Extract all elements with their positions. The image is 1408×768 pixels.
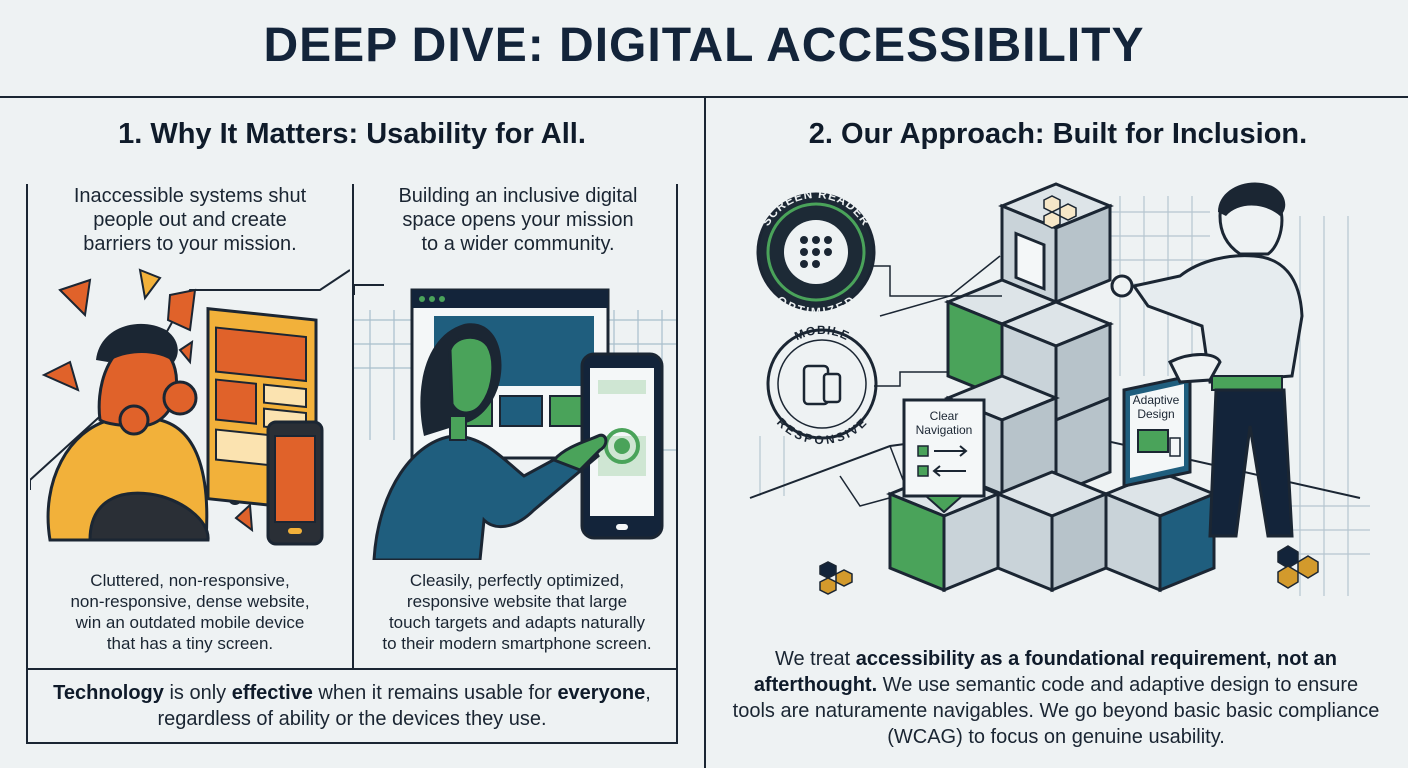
- adaptive-design-subtitle: Design: [1137, 407, 1174, 421]
- solution-caption-line: to their modern smartphone screen.: [382, 634, 652, 653]
- hexagon-cluster-icon: [1277, 545, 1319, 589]
- cube-stack: [886, 182, 1218, 593]
- summary-emphasis: everyone: [557, 682, 646, 704]
- adaptive-design-title: Adaptive: [1133, 393, 1180, 407]
- clenched-fist-icon: [162, 380, 198, 416]
- happy-person: [372, 323, 608, 560]
- summary-emphasis: effective: [231, 682, 313, 704]
- problem-caption-line: Cluttered, non-responsive,: [90, 571, 290, 590]
- frustrated-user-illustration: [30, 268, 350, 546]
- broken-shard-icon: [41, 360, 80, 392]
- solution-caption-line: touch targets and adapts naturally: [388, 613, 646, 632]
- problem-caption-line: that has a tiny screen.: [106, 634, 274, 653]
- clear-navigation-card: Clear Navigation: [902, 398, 986, 514]
- mobile-responsive-badge: MOBILE RESPONSIVE: [766, 323, 878, 447]
- summary-run: when it remains usable for: [312, 682, 558, 704]
- problem-text-line: people out and create: [93, 209, 287, 231]
- section-divider: [704, 96, 706, 768]
- problem-caption: Cluttered, non-responsive, non-responsiv…: [40, 570, 340, 654]
- approach-run: We treat: [774, 648, 856, 670]
- solution-caption: Cleasily, perfectly optimized, responsiv…: [358, 570, 676, 654]
- problem-text-line: Inaccessible systems shut: [73, 185, 307, 207]
- inclusive-user-illustration: [354, 284, 676, 560]
- solution-text: Building an inclusive digital space open…: [360, 184, 676, 256]
- left-column-divider: [352, 184, 354, 670]
- broken-shard-icon: [166, 288, 197, 332]
- approach-emphasis: accessibility as a foundational requirem…: [753, 648, 1337, 696]
- mobile-badge-top-label: MOBILE: [792, 323, 851, 343]
- page-title: DEEP DIVE: DIGITAL ACCESSIBILITY: [263, 19, 1145, 72]
- screen-reader-badge: SCREEN READER OPTIMIZED: [756, 187, 876, 319]
- hexagon-cluster-icon: [819, 561, 853, 595]
- summary-run: is only: [163, 682, 232, 704]
- frustrated-person: [46, 323, 210, 542]
- solution-caption-line: responsive website that large: [406, 592, 628, 611]
- clear-navigation-subtitle: Navigation: [916, 423, 973, 437]
- summary-box: [26, 668, 678, 744]
- solution-caption-line: Cleasily, perfectly optimized,: [409, 571, 625, 590]
- summary-emphasis: Technology: [53, 682, 164, 704]
- problem-caption-line: non-responsive, dense website,: [70, 592, 310, 611]
- solution-text-line: space opens your mission: [402, 209, 634, 231]
- problem-caption-line: win an outdated mobile device: [75, 613, 305, 632]
- left-section-heading: 1. Why It Matters: Usability for All.: [118, 118, 586, 150]
- broken-shard-icon: [178, 339, 194, 365]
- right-section-heading: 2. Our Approach: Built for Inclusion.: [808, 118, 1308, 150]
- inclusive-building-blocks-illustration: SCREEN READER OPTIMIZED MOBILE RESPONSIV…: [749, 182, 1370, 596]
- developer-person: [1110, 182, 1304, 538]
- summary-text: Technology is only effective when it rem…: [30, 680, 674, 732]
- outdated-phone: [266, 420, 324, 546]
- solution-text-line: Building an inclusive digital: [398, 185, 638, 207]
- approach-run: We use semantic code and adaptive design…: [732, 674, 1380, 748]
- clear-navigation-title: Clear: [930, 409, 959, 423]
- broken-shard-icon: [234, 502, 254, 533]
- problem-text-line: barriers to your mission.: [83, 233, 297, 255]
- left-panel-frame: [26, 184, 678, 670]
- approach-description: We treat accessibility as a foundational…: [732, 646, 1380, 750]
- summary-run: , regardless of ability or the devices t…: [157, 682, 651, 730]
- problem-text: Inaccessible systems shut people out and…: [40, 184, 340, 256]
- phone-icon: [1169, 437, 1181, 457]
- solution-text-line: to a wider community.: [421, 233, 615, 255]
- phone-icon: [822, 372, 842, 404]
- hexagon-cluster-icon: [1043, 195, 1077, 229]
- svg-text:MOBILE: MOBILE: [792, 323, 852, 343]
- broken-shard-icon: [138, 268, 162, 301]
- braille-dots-icon: [800, 236, 832, 268]
- monitor-icon: [1137, 429, 1169, 453]
- adaptive-design-panel: Adaptive Design: [1122, 374, 1192, 488]
- broken-shard-icon: [58, 278, 92, 318]
